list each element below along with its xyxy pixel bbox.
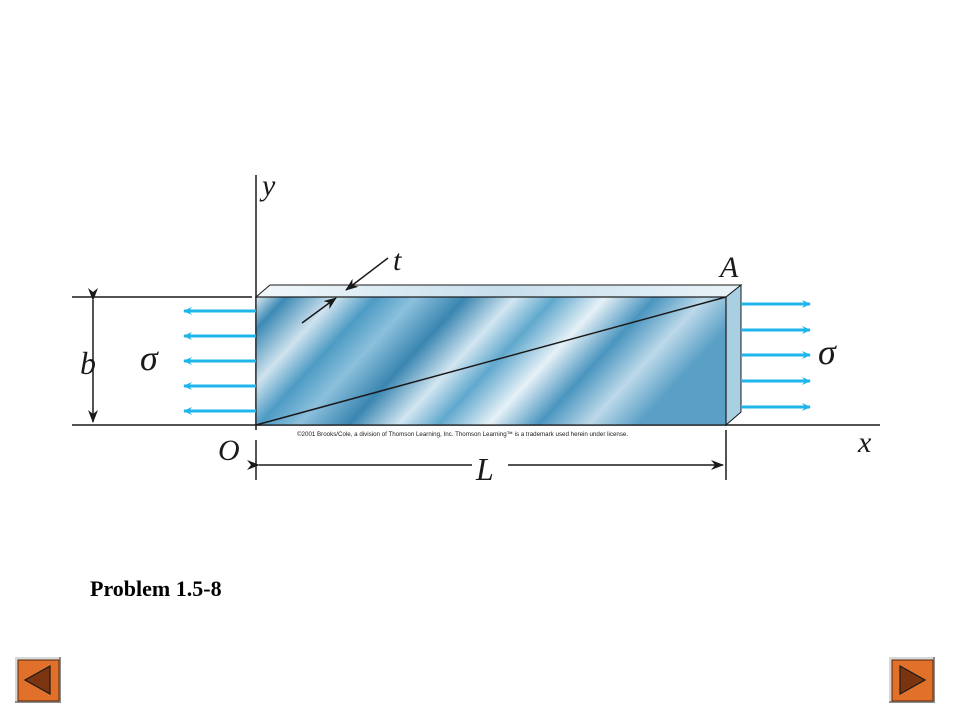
y-axis-label: y [259,169,276,202]
l-label-bg [472,450,508,484]
left-stress-arrows [183,307,256,415]
triangle-right-icon [899,664,927,696]
point-a-label: A [718,251,739,284]
plate-side-face [725,283,742,427]
triangle-left-icon [23,664,51,696]
thickness-arrow-outer [345,257,389,291]
plate-top-face [254,284,743,298]
copyright-text: ©2001 Brooks/Cole, a division of Thomson… [297,431,628,438]
origin-label: O [218,434,240,467]
previous-slide-button[interactable] [14,656,62,704]
thickness-arrow-inner [301,297,337,324]
diagonal-oa [255,296,727,426]
x-axis-label: x [857,426,872,459]
next-slide-button[interactable] [888,656,936,704]
length-label: L [475,451,494,487]
stress-left-label: σ [140,338,159,378]
width-label: b [80,345,96,381]
stress-right-label: σ [818,332,837,372]
thickness-label: t [393,244,402,277]
problem-caption: Problem 1.5-8 [90,576,222,601]
right-stress-arrows [741,300,811,411]
